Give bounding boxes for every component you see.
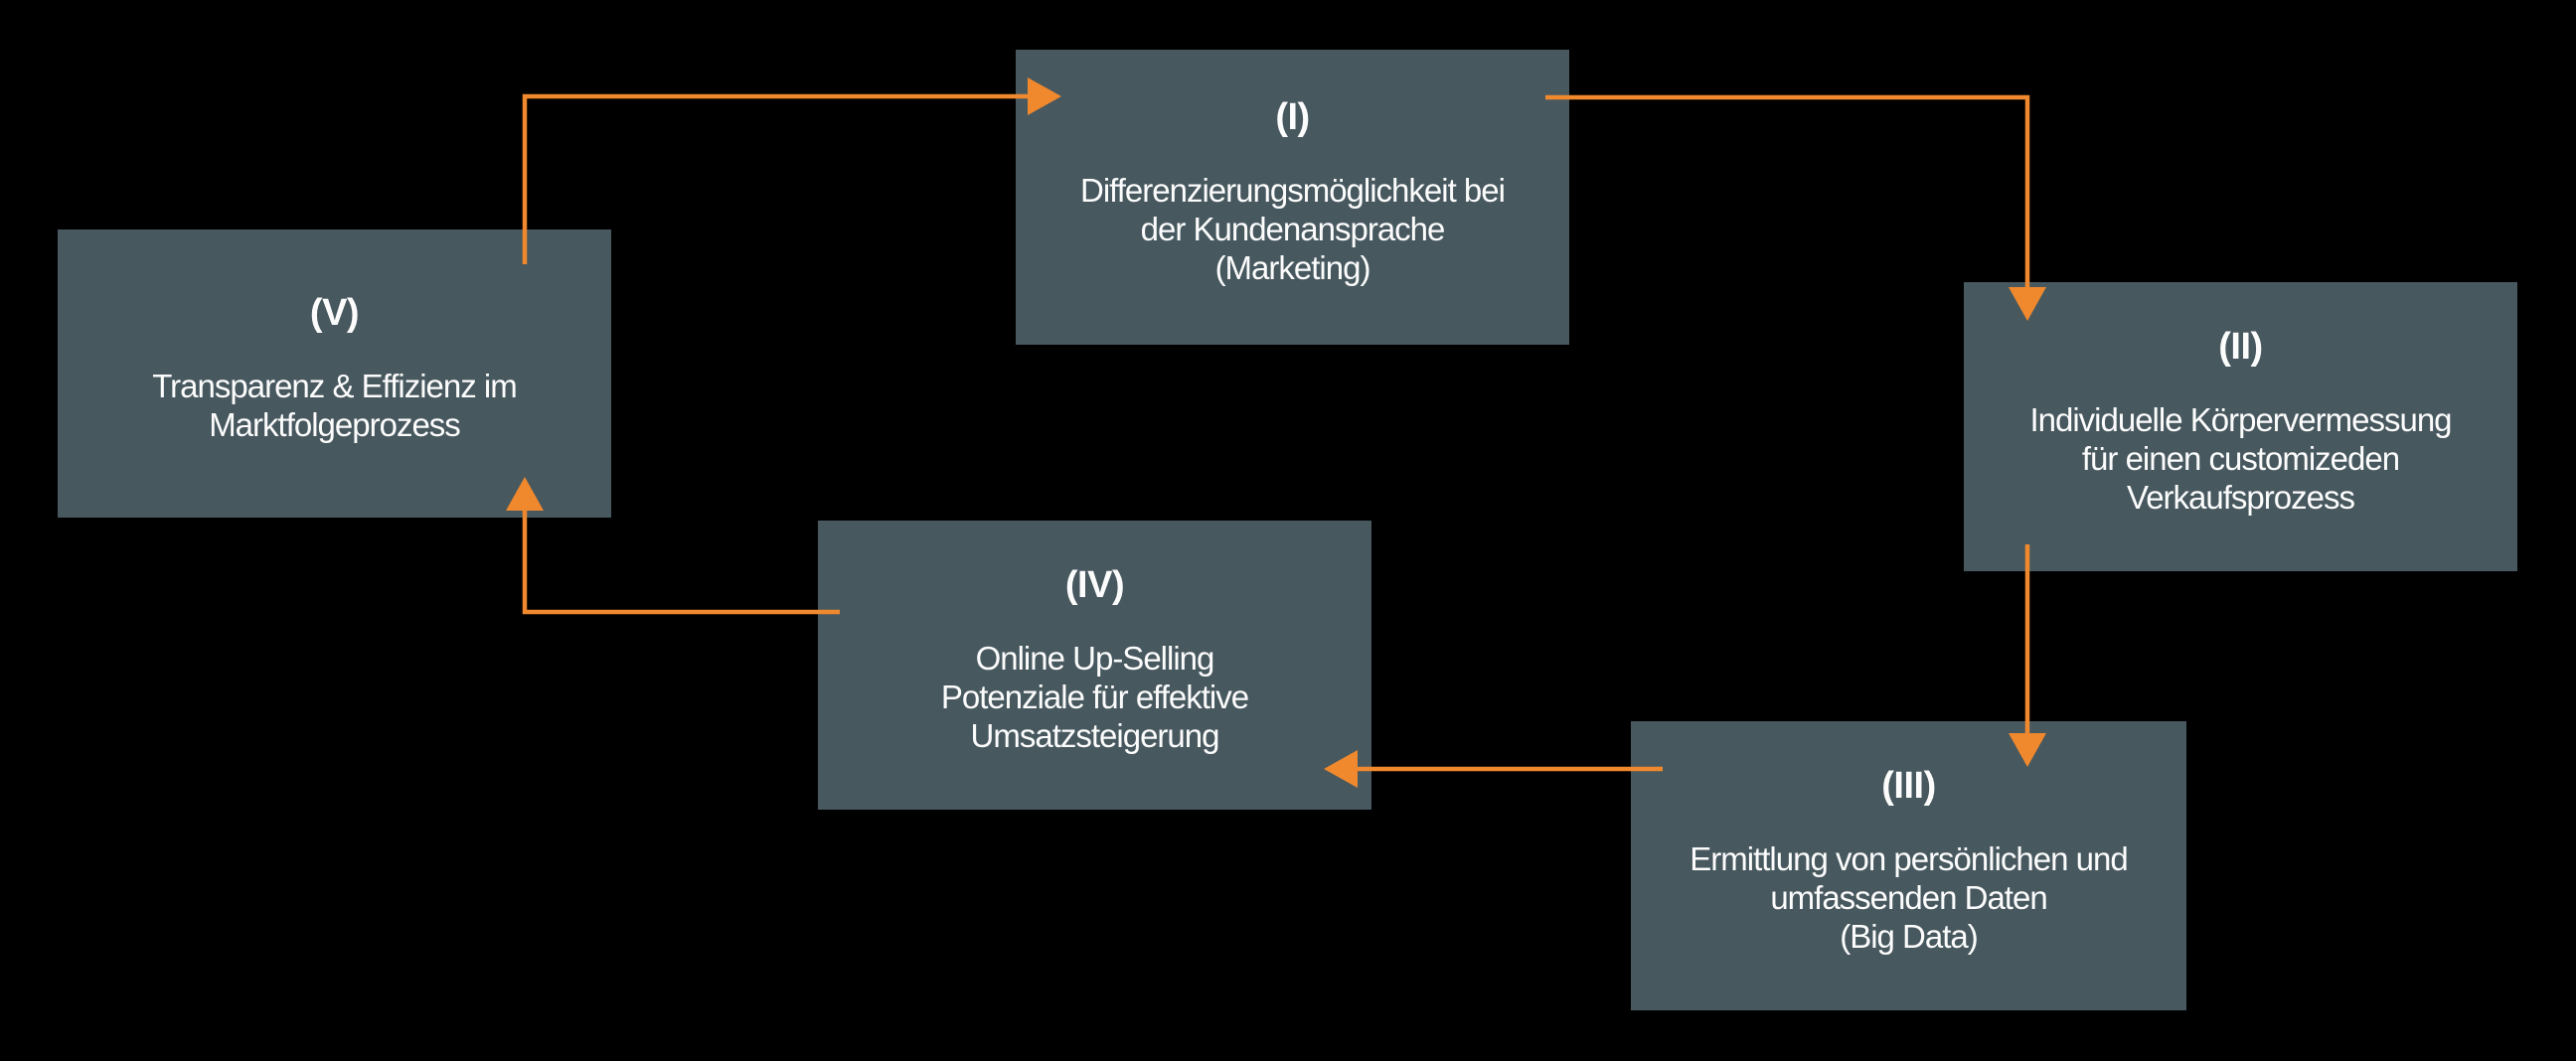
box-title: (IV) [1064,564,1125,606]
box-body: Differenzierungsmöglichkeit bei der Kund… [1080,172,1506,286]
box-body: Ermittlung von persönlichen und umfassen… [1690,840,2128,955]
process-box-ii: (II) Individuelle Körpervermessung für e… [1964,282,2517,571]
connector-line [522,510,840,615]
process-box-iv: (IV) Online Up-Selling Potenziale für ef… [818,521,1371,810]
process-box-iii: (III) Ermittlung von persönlichen und um… [1631,721,2186,1010]
box-body: Online Up-Selling Potenziale für effekti… [940,640,1249,754]
connector-iii-to-iv [1324,750,1663,788]
box-body: Individuelle Körpervermessung für einen … [2029,401,2452,516]
box-title: (V) [309,292,360,334]
box-title: (II) [2218,326,2263,368]
process-box-v: (V) Transparenz & Effizienz im Marktfolg… [58,229,611,518]
process-box-i: (I) Differenzierungsmöglichkeit bei der … [1016,50,1569,345]
connector-line [1545,94,2030,288]
box-body: Transparenz & Effizienz im Marktfolgepro… [152,368,517,443]
box-title: (I) [1275,96,1310,138]
box-title: (III) [1881,765,1936,807]
